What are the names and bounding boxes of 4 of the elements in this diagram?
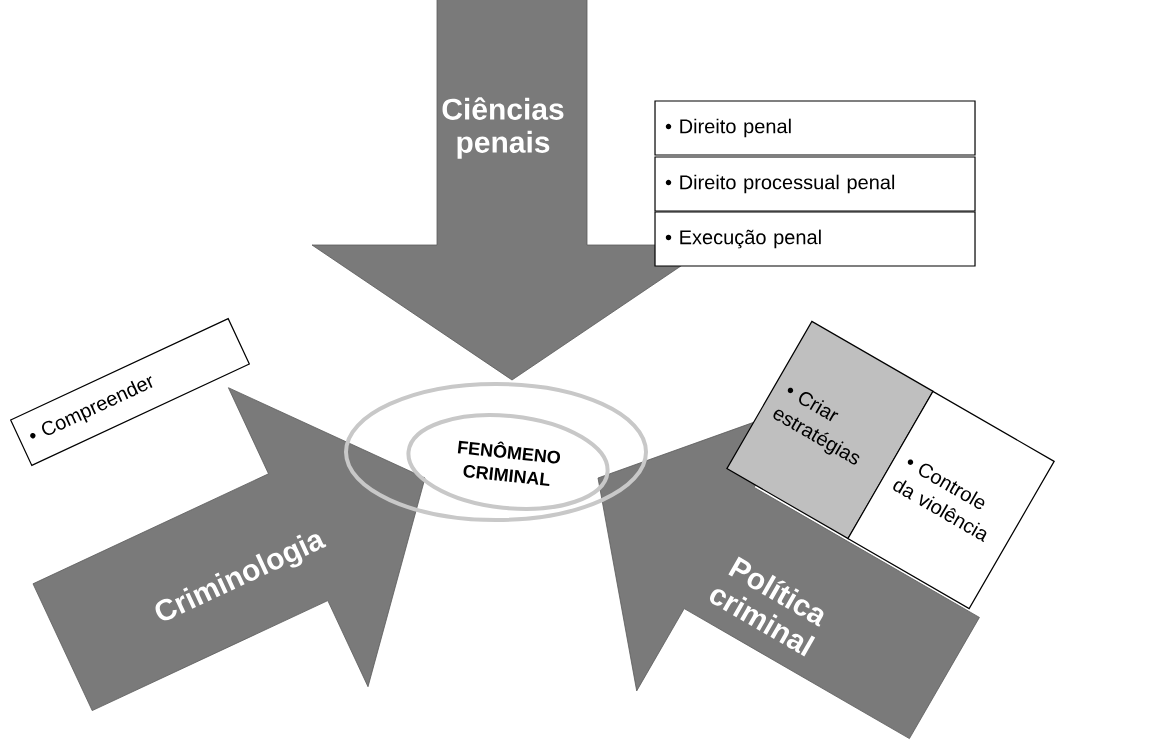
list-box: • Direito processual penal: [654, 156, 976, 212]
list-box: • Execução penal: [654, 211, 976, 267]
list-box: • Direito penal: [654, 100, 976, 156]
ellipse-ring: FENÔMENO CRIMINAL: [344, 382, 648, 522]
